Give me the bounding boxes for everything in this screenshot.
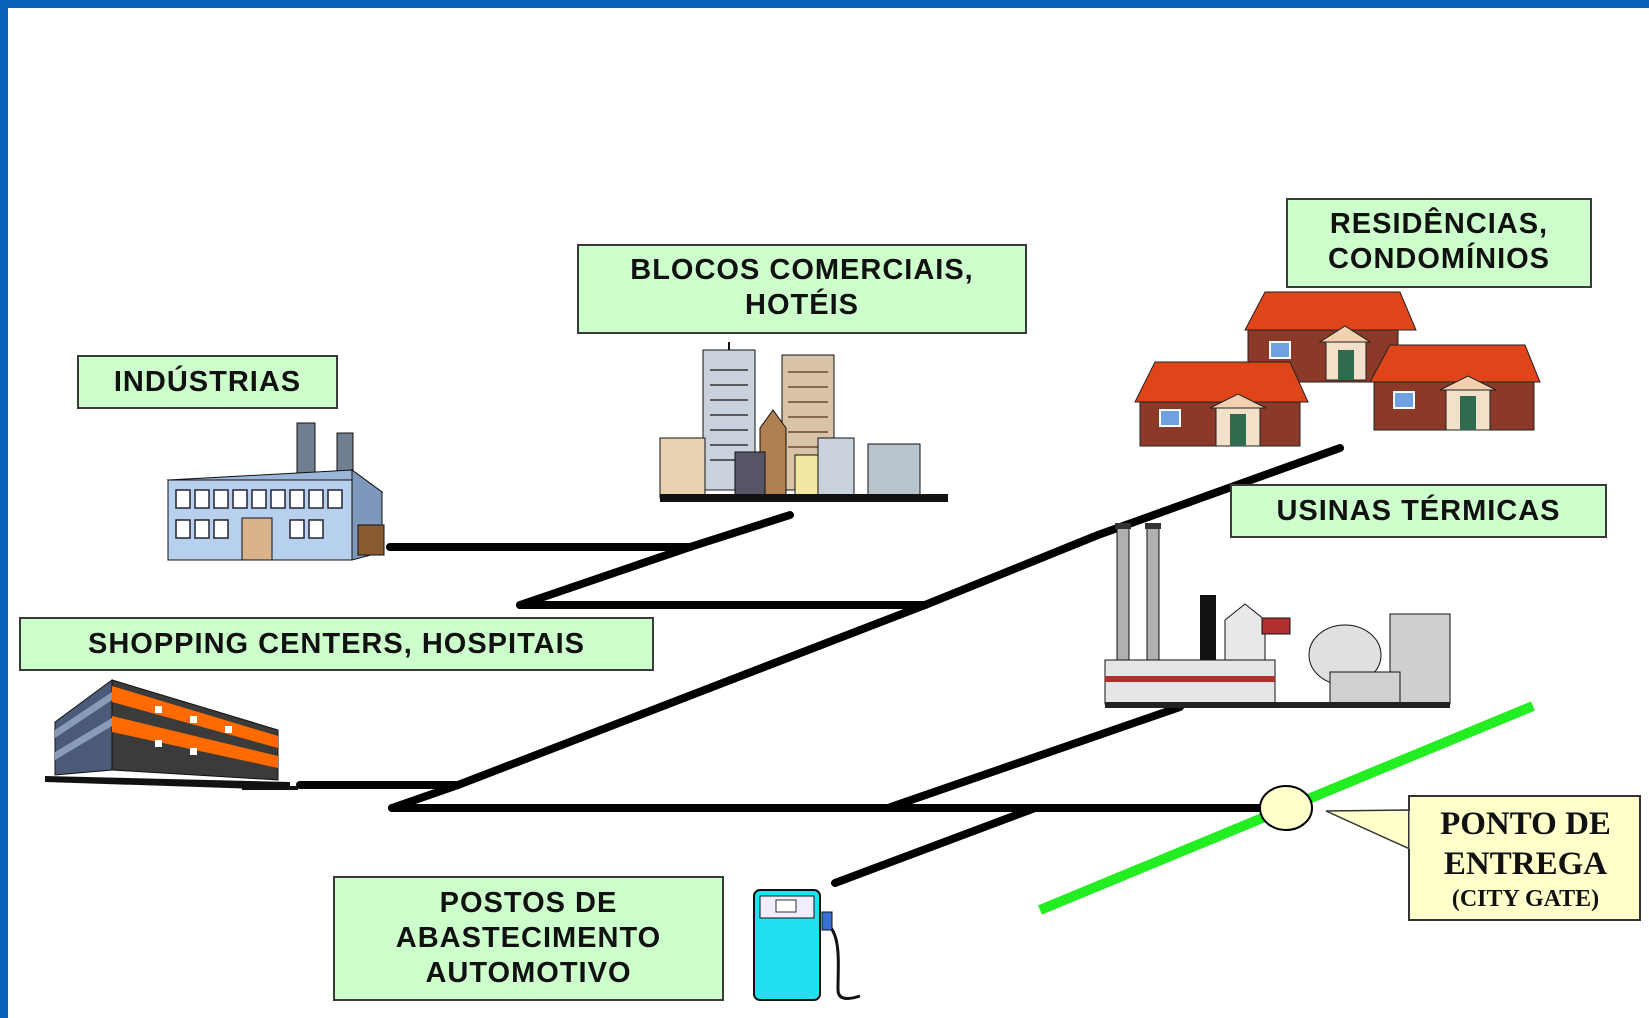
- pipe-diagonal-1: [516, 543, 694, 609]
- label-line: SHOPPING CENTERS, HOSPITAIS: [88, 628, 585, 660]
- city-gate-line3: (CITY GATE): [1451, 886, 1600, 912]
- fuel-pump-icon: [753, 889, 861, 1001]
- office-building-icon: [45, 679, 298, 790]
- label-line: POSTOS DE: [439, 887, 618, 919]
- label-blocos-comerciais: BLOCOS COMERCIAIS, HOTÉIS: [577, 244, 1027, 334]
- label-usinas-termicas: USINAS TÉRMICAS: [1230, 484, 1607, 538]
- pipe-residencias: [1094, 444, 1344, 539]
- label-residencias: RESIDÊNCIAS, CONDOMÍNIOS: [1286, 198, 1592, 288]
- city-gate-line2: ENTREGA: [1443, 846, 1608, 882]
- factory-icon: [166, 422, 385, 561]
- pipe-diagonal-2: [454, 601, 929, 789]
- power-plant-icon: [1104, 523, 1451, 708]
- houses-icon: [1134, 291, 1541, 447]
- top-border: [0, 0, 1649, 8]
- city-gate-callout: PONTO DE ENTREGA (CITY GATE): [1411, 804, 1640, 918]
- label-line: CONDOMÍNIOS: [1327, 243, 1551, 275]
- label-line: BLOCOS COMERCIAIS,: [630, 254, 974, 286]
- pipe-blocos: [686, 511, 794, 551]
- pipe-usinas-low: [884, 703, 1184, 812]
- label-line: HOTÉIS: [745, 289, 859, 321]
- house-back: [1244, 291, 1417, 383]
- label-line: USINAS TÉRMICAS: [1276, 495, 1561, 527]
- label-line: INDÚSTRIAS: [113, 366, 302, 398]
- label-line: AUTOMOTIVO: [425, 957, 632, 989]
- skyscrapers-icon: [659, 342, 948, 502]
- left-border: [0, 0, 8, 1018]
- pipe-postos: [831, 804, 1039, 887]
- city-gate-line1: PONTO DE: [1440, 806, 1611, 842]
- callout-box: [1408, 795, 1641, 921]
- label-line: RESIDÊNCIAS,: [1329, 208, 1549, 240]
- city-gate-node: [1259, 785, 1313, 831]
- label-shopping-centers: SHOPPING CENTERS, HOSPITAIS: [19, 617, 654, 671]
- callout-pointer: [1325, 809, 1413, 852]
- label-postos: POSTOS DE ABASTECIMENTO AUTOMOTIVO: [333, 876, 724, 1001]
- label-line: ABASTECIMENTO: [395, 922, 662, 954]
- house-left: [1134, 361, 1309, 447]
- pipe-to-usinas: [921, 531, 1102, 609]
- pipeline-network: [296, 444, 1344, 887]
- label-industrias: INDÚSTRIAS: [77, 355, 338, 409]
- house-right: [1369, 344, 1541, 431]
